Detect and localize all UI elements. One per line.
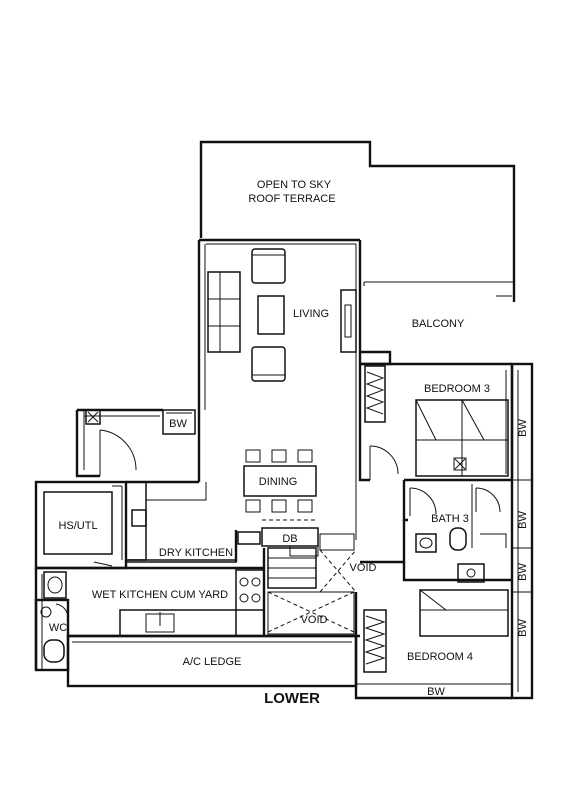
central-walls: [197, 350, 370, 540]
label-bw-bottom: BW: [427, 686, 445, 698]
label-bedroom3: BEDROOM 3: [424, 383, 490, 395]
label-void-lower: VOID: [301, 614, 328, 626]
floor-label: LOWER: [264, 690, 320, 707]
sofa-left: [207, 271, 241, 353]
living-walls: [197, 238, 362, 410]
label-bw-right-mid: BW: [517, 563, 529, 581]
label-bw-main: BW: [169, 418, 187, 430]
label-living: LIVING: [293, 308, 329, 320]
label-wet-kitchen: WET KITCHEN CUM YARD: [92, 589, 228, 601]
label-dry-kitchen: DRY KITCHEN: [159, 547, 233, 559]
label-void-upper: VOID: [350, 562, 377, 574]
right-bay-windows: [510, 362, 534, 700]
wc-walls: [34, 598, 70, 672]
tv-console: [340, 289, 357, 353]
label-bw-bedroom4: BW: [517, 619, 529, 637]
label-bedroom4: BEDROOM 4: [407, 651, 473, 663]
dry-kitchen-walls: [125, 480, 355, 563]
label-hs-utl: HS/UTL: [58, 520, 97, 532]
label-dining: DINING: [259, 476, 298, 488]
label-bw-bath3: BW: [517, 511, 529, 529]
dining-set: [243, 449, 317, 513]
bedroom4-walls: [356, 562, 512, 685]
bedroom3-walls: [360, 350, 514, 482]
label-db: DB: [282, 533, 297, 545]
coffee-table: [257, 295, 285, 335]
label-bath3: BATH 3: [431, 513, 469, 525]
label-roof-terrace-line2: ROOF TERRACE: [248, 193, 335, 205]
armchair-top: [251, 248, 286, 284]
label-ac-ledge: A/C LEDGE: [183, 656, 242, 668]
bay-window-main: [162, 409, 196, 435]
label-wc: WC: [49, 622, 67, 634]
armchair-bottom: [251, 346, 286, 382]
label-balcony: BALCONY: [412, 318, 465, 330]
bed-bedroom3: [415, 399, 509, 477]
void-stair-area: [262, 547, 512, 700]
label-bw-bedroom3: BW: [517, 419, 529, 437]
ac-ledge-walls: [66, 634, 358, 688]
entrance-walls: [75, 408, 163, 478]
roof-terrace-outline: [199, 140, 516, 302]
label-roof-terrace-line1: OPEN TO SKY: [257, 179, 332, 191]
